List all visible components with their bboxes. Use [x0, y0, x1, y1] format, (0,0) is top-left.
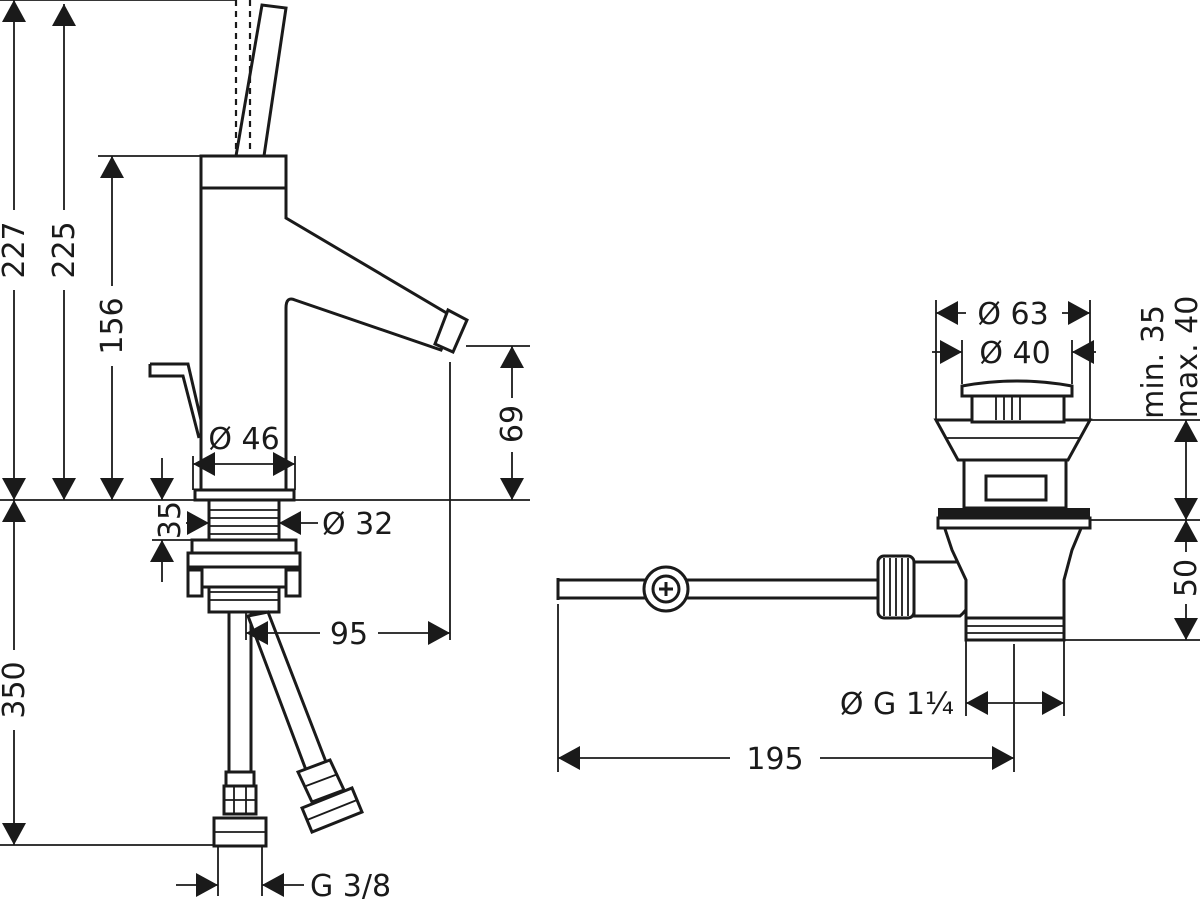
dim-225: 225 [47, 221, 82, 278]
popup-rod [148, 362, 203, 439]
thread-g38: G 3/8 [310, 869, 391, 899]
dim-350: 350 [0, 661, 32, 718]
faucet-dimensions: 227 225 156 69 350 35 Ø 46 Ø 32 [0, 0, 530, 899]
drain-body [941, 524, 1085, 624]
faucet-lever [234, 3, 288, 158]
dim-35: 35 [153, 501, 188, 539]
max-40: max. 40 [1170, 296, 1200, 419]
thread-g114: Ø G 1¼ [840, 687, 954, 722]
dia-40: Ø 40 [979, 336, 1050, 371]
supply-hose-straight [227, 610, 253, 774]
dim-95: 95 [330, 617, 368, 652]
dim-156: 156 [95, 297, 130, 354]
waste-dimensions: Ø 63 Ø 40 min. 35 max. 40 50 Ø G 1¼ 195 [557, 296, 1200, 777]
min-35: min. 35 [1136, 305, 1171, 419]
dim-195: 195 [746, 742, 803, 777]
dia-63: Ø 63 [977, 297, 1048, 332]
faucet-drawing [148, 0, 469, 848]
dim-50: 50 [1169, 559, 1200, 597]
faucet-aerator [433, 307, 469, 354]
drain-cone [933, 418, 1093, 462]
dim-227: 227 [0, 221, 32, 278]
dia-32: Ø 32 [322, 507, 393, 542]
dim-69: 69 [495, 405, 530, 443]
drain-plug [960, 379, 1074, 398]
dia-46: Ø 46 [208, 422, 279, 457]
waste-drawing [556, 379, 1093, 642]
